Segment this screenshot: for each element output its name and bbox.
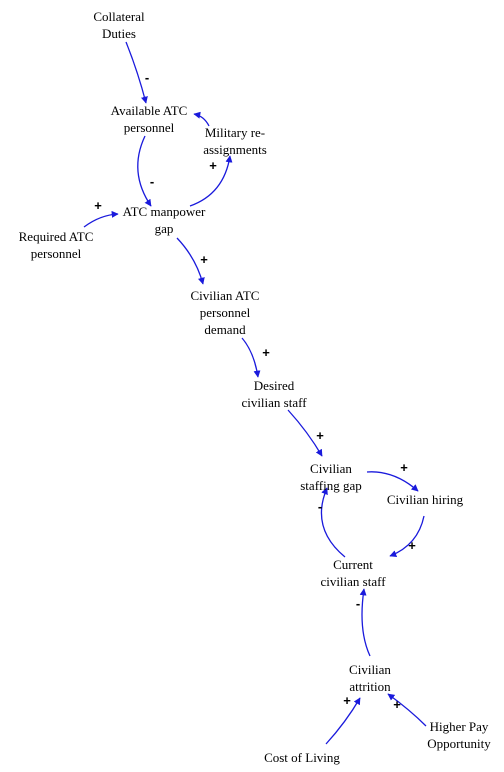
link-arrow bbox=[325, 697, 361, 745]
node-label-line: Cost of Living bbox=[264, 750, 340, 765]
polarity-positive: + bbox=[343, 693, 351, 708]
causal-link: + bbox=[83, 198, 119, 228]
polarity-negative: - bbox=[356, 596, 360, 611]
polarity-positive: + bbox=[316, 428, 324, 443]
node-label-line: Desired bbox=[254, 378, 295, 393]
node-label-line: assignments bbox=[203, 142, 267, 157]
link-arrow bbox=[241, 337, 261, 378]
node-civilian-hiring: Civilian hiring bbox=[387, 492, 464, 507]
node-label-line: Higher Pay bbox=[430, 719, 489, 734]
causal-link: - bbox=[137, 135, 154, 207]
polarity-positive: + bbox=[408, 538, 416, 553]
node-label-line: Required ATC bbox=[19, 229, 94, 244]
causal-link: + bbox=[287, 409, 324, 457]
node-required-atc: Required ATC personnel bbox=[19, 229, 94, 261]
node-label-line: Military re- bbox=[205, 125, 265, 140]
node-label-line: Available ATC bbox=[111, 103, 188, 118]
node-cost-of-living: Cost of Living bbox=[264, 750, 340, 765]
polarity-negative: - bbox=[145, 70, 149, 85]
node-label-line: Civilian ATC bbox=[191, 288, 260, 303]
polarity-positive: + bbox=[200, 252, 208, 267]
node-label-line: Opportunity bbox=[427, 736, 491, 751]
links-layer: - - + + + + + + + - - + + bbox=[83, 41, 427, 745]
link-arrow bbox=[359, 588, 371, 657]
node-label-line: Duties bbox=[102, 26, 136, 41]
polarity-positive: + bbox=[209, 158, 217, 173]
node-civilian-staff-gap: Civilian staffing gap bbox=[300, 461, 362, 493]
link-arrow bbox=[366, 471, 419, 492]
causal-link bbox=[193, 111, 210, 127]
node-current-civilian: Current civilian staff bbox=[320, 557, 386, 589]
node-civilian-attrition: Civilian attrition bbox=[349, 662, 391, 694]
link-arrow bbox=[137, 135, 152, 207]
link-arrow bbox=[320, 487, 346, 558]
polarity-negative: - bbox=[318, 499, 322, 514]
polarity-positive: + bbox=[262, 345, 270, 360]
causal-link: + bbox=[366, 460, 419, 492]
node-label-line: civilian staff bbox=[320, 574, 386, 589]
node-label-line: gap bbox=[155, 221, 174, 236]
causal-link: + bbox=[387, 693, 427, 727]
node-desired-civilian: Desired civilian staff bbox=[241, 378, 307, 410]
node-label-line: personnel bbox=[200, 305, 251, 320]
causal-link: + bbox=[325, 693, 361, 745]
node-label-line: ATC manpower bbox=[123, 204, 206, 219]
causal-link: + bbox=[176, 237, 208, 285]
causal-link: + bbox=[389, 515, 425, 557]
polarity-negative: - bbox=[150, 174, 154, 189]
polarity-positive: + bbox=[94, 198, 102, 213]
polarity-positive: + bbox=[400, 460, 408, 475]
causal-link: + bbox=[189, 155, 233, 207]
node-available-atc: Available ATC personnel bbox=[111, 103, 188, 135]
link-arrow bbox=[176, 237, 205, 285]
node-label-line: Collateral bbox=[93, 9, 145, 24]
link-arrow bbox=[387, 693, 427, 727]
node-atc-manpower-gap: ATC manpower gap bbox=[123, 204, 206, 236]
node-civilian-atc-demand: Civilian ATC personnel demand bbox=[191, 288, 260, 337]
node-military-reassign: Military re-assignments bbox=[203, 125, 267, 157]
link-arrow bbox=[189, 155, 233, 207]
causal-link: - bbox=[318, 487, 346, 558]
link-arrow bbox=[193, 111, 210, 127]
node-label-line: Current bbox=[333, 557, 373, 572]
node-label-line: demand bbox=[204, 322, 246, 337]
node-label-line: staffing gap bbox=[300, 478, 362, 493]
polarity-positive: + bbox=[393, 697, 401, 712]
node-label-line: attrition bbox=[349, 679, 391, 694]
link-arrow bbox=[389, 515, 425, 557]
node-label-line: Civilian bbox=[349, 662, 391, 677]
node-label-line: Civilian bbox=[310, 461, 352, 476]
link-arrow bbox=[287, 409, 323, 457]
link-arrow bbox=[125, 41, 148, 104]
causal-link: - bbox=[125, 41, 149, 104]
causal-link: + bbox=[241, 337, 270, 378]
causal-link: - bbox=[356, 588, 371, 657]
link-arrow bbox=[83, 210, 119, 228]
node-label-line: Civilian hiring bbox=[387, 492, 464, 507]
node-label-line: personnel bbox=[31, 246, 82, 261]
node-label-line: personnel bbox=[124, 120, 175, 135]
node-label-line: civilian staff bbox=[241, 395, 307, 410]
